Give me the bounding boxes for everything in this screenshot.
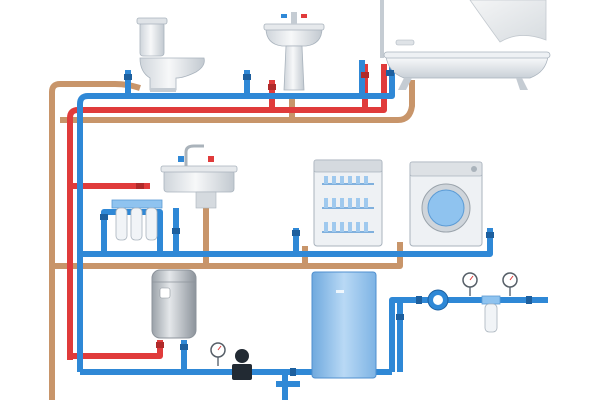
drain-riser [49, 81, 115, 400]
valve [124, 74, 132, 80]
water-heater-icon [151, 269, 197, 339]
dishwasher [313, 159, 383, 247]
boiler [311, 271, 377, 379]
washbasin [263, 12, 325, 91]
valve [526, 296, 532, 304]
valve [136, 183, 144, 189]
washing-machine [409, 161, 483, 247]
toilet [136, 17, 205, 92]
pressure-gauge-icon [502, 272, 518, 296]
valve [386, 70, 394, 76]
valve [268, 84, 276, 90]
boiler-icon [311, 271, 377, 379]
dishwasher-icon [313, 159, 383, 247]
valve [416, 296, 422, 304]
valve [396, 314, 404, 320]
pressure-gauge-icon [210, 342, 226, 366]
water-filter-icon [111, 199, 163, 241]
pressure-gauge-main [210, 342, 226, 366]
hot-heater-link [70, 340, 163, 359]
drain-upper-branch [60, 80, 415, 123]
valve [361, 72, 369, 78]
water-filter [111, 199, 163, 241]
mesh-filter [481, 295, 501, 333]
pressure-gauge-icon [462, 272, 478, 296]
water-meter [427, 289, 449, 311]
pressure-gauge-inlet-1 [462, 272, 478, 296]
valve [172, 228, 180, 234]
mesh-filter-icon [481, 295, 501, 333]
kitchen-sink-icon [160, 144, 238, 209]
valve [486, 232, 494, 238]
kitchen-sink [160, 144, 238, 209]
valve [290, 368, 296, 376]
toilet-icon [136, 17, 205, 92]
shower-curtain [469, 0, 547, 43]
valve [180, 344, 188, 350]
washing-machine-icon [409, 161, 483, 247]
bathtub [380, 0, 551, 90]
pressure-gauge-inlet-2 [502, 272, 518, 296]
valves [100, 70, 532, 376]
drain-middle-branch [52, 242, 403, 269]
cold-riser [77, 58, 395, 372]
washbasin-icon [263, 12, 325, 91]
circulation-pump [232, 349, 252, 380]
circulation-pump-icon [232, 349, 252, 380]
bathtub-icon [380, 0, 551, 90]
valve [156, 342, 164, 348]
valve [100, 214, 108, 220]
water-heater [151, 269, 197, 339]
valve [243, 74, 251, 80]
water-meter-icon [427, 289, 449, 311]
cold-inlet-line [389, 297, 548, 372]
valve [292, 230, 300, 236]
